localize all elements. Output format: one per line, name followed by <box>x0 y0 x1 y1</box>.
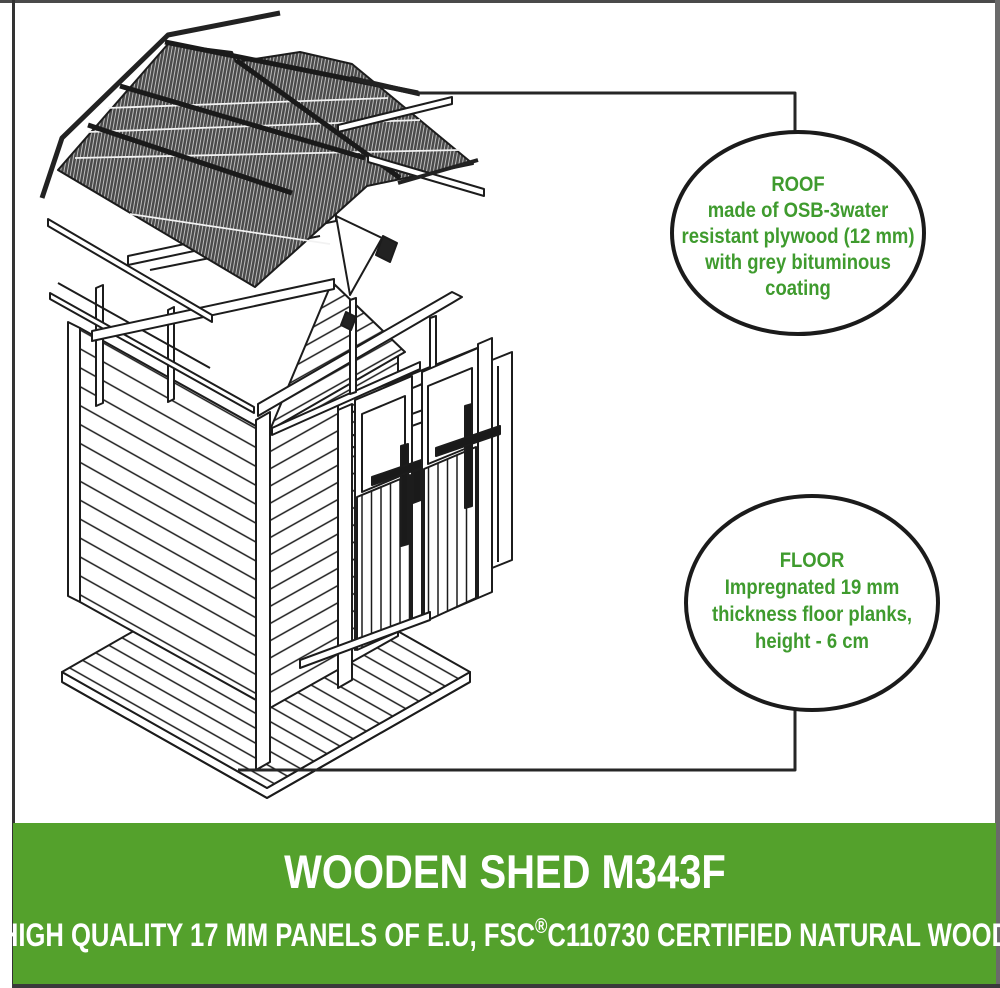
floor-callout-line: Impregnated 19 mm <box>725 576 899 599</box>
banner-subtitle-prefix: HIGH QUALITY 17 MM PANELS OF E.U, FSC <box>0 918 535 953</box>
roof-callout-circle <box>670 130 926 336</box>
roof-callout-line: made of OSB-3water <box>708 199 889 222</box>
floor-connector-line <box>238 710 797 772</box>
roof-callout-line: resistant plywood (12 mm) <box>682 225 915 248</box>
floor-callout-text: FLOOR Impregnated 19 mm thickness floor … <box>712 549 912 653</box>
door-lock <box>412 468 422 504</box>
door-frame-left <box>337 403 353 689</box>
door-frame-right <box>477 337 493 599</box>
roof-callout-line: coating <box>765 277 831 300</box>
banner-title: WOODEN SHED M343F <box>284 847 726 899</box>
left-wall <box>49 282 257 701</box>
door-handle-bar <box>435 425 501 457</box>
bottom-banner: WOODEN SHED M343F HIGH QUALITY 17 MM PAN… <box>0 823 1000 984</box>
gable-bracket <box>340 311 357 331</box>
floating-trim-boards <box>39 10 485 199</box>
door-left <box>354 375 437 651</box>
shed-exploded-drawing <box>39 10 797 799</box>
banner-subtitle: HIGH QUALITY 17 MM PANELS OF E.U, FSC®C1… <box>0 915 1000 953</box>
floor-callout-circle <box>684 494 940 712</box>
banner-background <box>13 823 996 984</box>
roof-connector-line <box>418 91 797 133</box>
door-right <box>421 347 501 623</box>
floor-callout-title: FLOOR <box>780 549 845 572</box>
gable-vent <box>375 235 398 263</box>
gable-triangle <box>269 281 406 431</box>
roof-callout: ROOF made of OSB-3water resistant plywoo… <box>670 130 926 336</box>
registered-trademark-mark: ® <box>535 915 547 938</box>
floor-callout-line: thickness floor planks, <box>712 603 912 626</box>
floor-callout: FLOOR Impregnated 19 mm thickness floor … <box>684 494 940 712</box>
banner-subtitle-suffix: C110730 CERTIFIED NATURAL WOOD <box>547 918 1000 953</box>
threshold-board <box>299 611 431 669</box>
floor-callout-line: height - 6 cm <box>755 630 869 653</box>
roof-callout-text: ROOF made of OSB-3water resistant plywoo… <box>682 173 915 300</box>
wall-post <box>167 306 175 403</box>
door-handle-bar <box>400 443 409 547</box>
corner-post <box>255 411 271 771</box>
door-handle-bar <box>464 403 473 509</box>
roof-callout-line: with grey bituminous <box>704 251 891 274</box>
door-assembly <box>299 337 513 689</box>
wall-post <box>95 284 104 407</box>
trim-board <box>49 292 255 414</box>
roof-callout-title: ROOF <box>771 173 824 196</box>
front-roof-beams <box>91 278 463 436</box>
